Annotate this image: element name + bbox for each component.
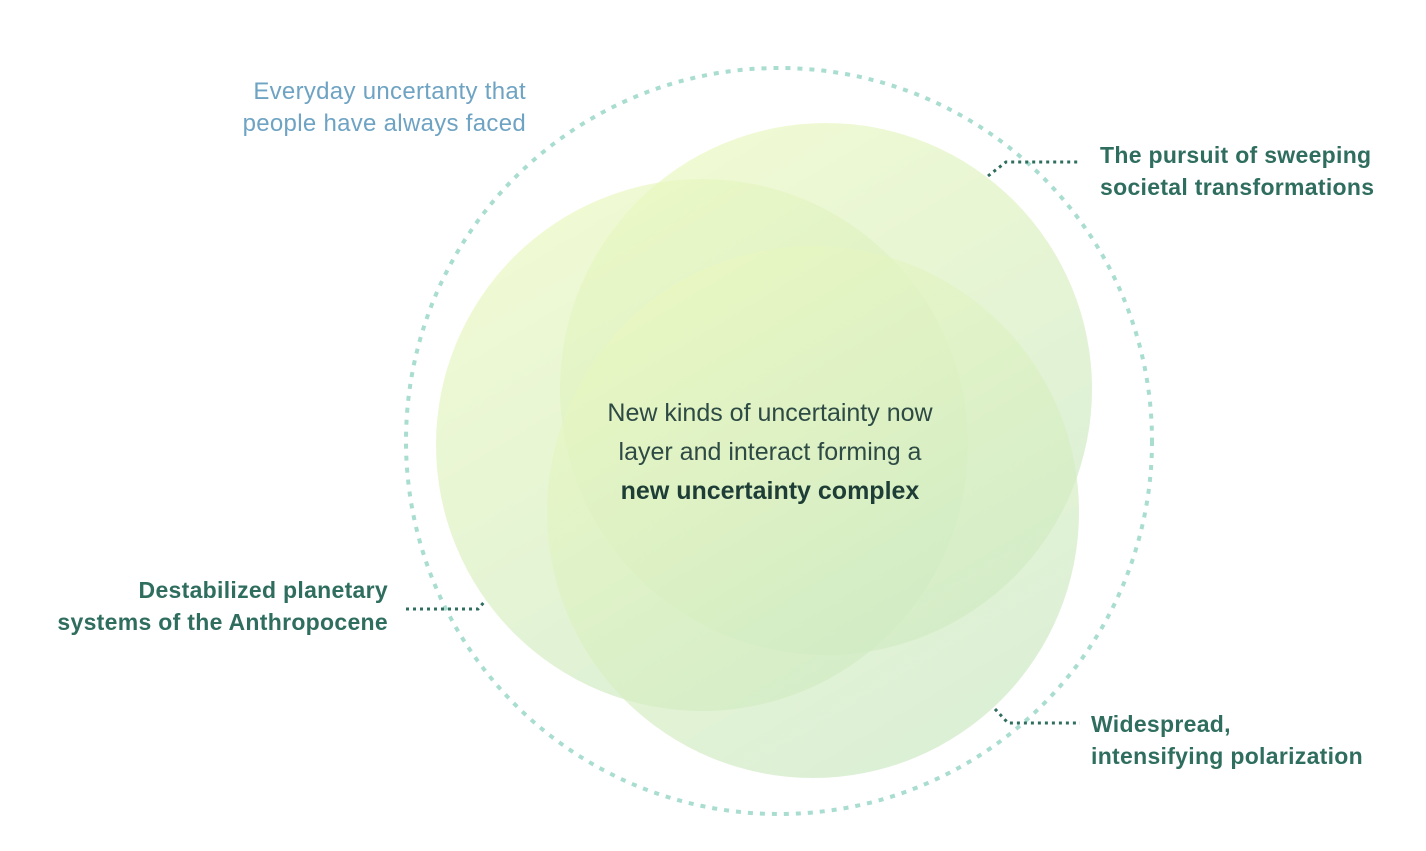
center-line: layer and interact forming a	[618, 438, 922, 466]
connector-left	[406, 599, 488, 611]
connector-top-right	[987, 160, 1080, 178]
outer-label: Everyday uncertanty that people have alw…	[200, 76, 526, 140]
center-text: New kinds of uncertainty now layer and i…	[540, 394, 1000, 511]
outer-label-line: Everyday uncertanty that	[253, 78, 526, 105]
outer-label-line: people have always faced	[242, 110, 526, 137]
label-top-right: The pursuit of sweeping societal transfo…	[1100, 139, 1374, 203]
label-bottom-right: Widespread, intensifying polarization	[1091, 708, 1363, 772]
label-line: societal transformations	[1100, 174, 1375, 200]
label-line: Destabilized planetary	[138, 577, 388, 603]
label-line: Widespread,	[1091, 711, 1231, 737]
circle-polarization	[547, 246, 1079, 778]
center-bold-text: new uncertainty complex	[620, 477, 920, 505]
label-left: Destabilized planetary systems of the An…	[20, 574, 388, 638]
label-line: The pursuit of sweeping	[1100, 142, 1372, 168]
center-line: New kinds of uncertainty now	[607, 399, 933, 427]
label-line: systems of the Anthropocene	[57, 609, 388, 635]
label-line: intensifying polarization	[1091, 743, 1364, 769]
outer-dashed-circle	[404, 66, 1154, 816]
